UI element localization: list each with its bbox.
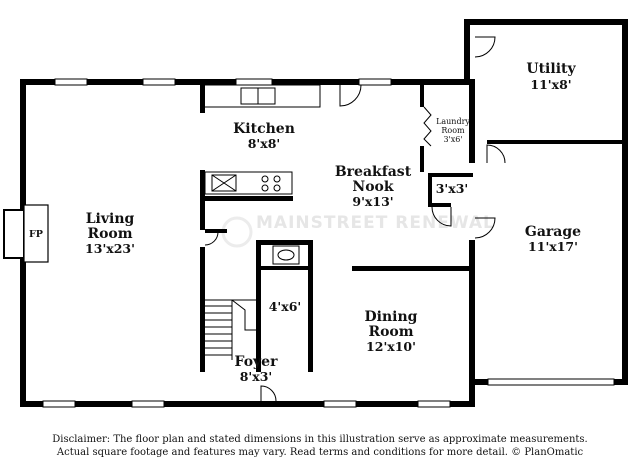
- room-living: Living Room 13'x23': [85, 211, 135, 256]
- breakfast-dim: 9'x13': [352, 194, 393, 209]
- breakfast-name2: Nook: [352, 179, 393, 195]
- fireplace-label: FP: [29, 229, 43, 240]
- dining-dim: 12'x10': [366, 339, 416, 354]
- room-kitchen: Kitchen 8'x8': [233, 121, 295, 151]
- room-utility: Utility 11'x8': [526, 61, 576, 92]
- interior-walls: [200, 36, 628, 402]
- fireplace: FP: [3, 204, 49, 263]
- dining-name2: Room: [368, 324, 413, 340]
- living-dim: 13'x23': [85, 241, 135, 256]
- room-laundry: Laundry Room 3'x6': [436, 117, 470, 144]
- room-closet: 3'x3': [436, 181, 469, 196]
- disclaimer-line-1: Disclaimer: The floor plan and stated di…: [52, 434, 588, 445]
- closet-dim: 3'x3': [436, 181, 469, 196]
- stairs: [205, 299, 256, 360]
- halfbath-dim: 4'x6': [269, 299, 302, 314]
- dining-name: Dining: [365, 309, 418, 325]
- laundry-dim: 3'x6': [443, 135, 462, 144]
- room-breakfast-nook: Breakfast Nook 9'x13': [335, 164, 412, 209]
- foyer-name: Foyer: [235, 354, 279, 370]
- foyer-dim: 8'x3': [240, 369, 273, 384]
- garage-dim: 11'x17': [528, 239, 578, 254]
- living-name: Living: [86, 211, 135, 227]
- room-dining: Dining Room 12'x10': [365, 309, 418, 354]
- disclaimer-line-2: Actual square footage and features may v…: [56, 447, 584, 458]
- room-half-bath: 4'x6': [269, 299, 302, 314]
- garage-name: Garage: [525, 224, 581, 240]
- living-name2: Room: [87, 226, 132, 242]
- utility-dim: 11'x8': [530, 77, 571, 92]
- laundry-name2: Room: [441, 126, 465, 135]
- windows: [42, 78, 615, 408]
- breakfast-name: Breakfast: [335, 164, 412, 180]
- kitchen-name: Kitchen: [233, 121, 295, 137]
- room-garage: Garage 11'x17': [525, 224, 581, 254]
- laundry-name: Laundry: [436, 117, 470, 126]
- utility-name: Utility: [526, 61, 576, 77]
- disclaimer: Disclaimer: The floor plan and stated di…: [0, 433, 640, 459]
- kitchen-dim: 8'x8': [248, 136, 281, 151]
- watermark-text: MAINSTREET RENEWAL: [256, 213, 495, 233]
- room-foyer: Foyer 8'x3': [235, 354, 279, 384]
